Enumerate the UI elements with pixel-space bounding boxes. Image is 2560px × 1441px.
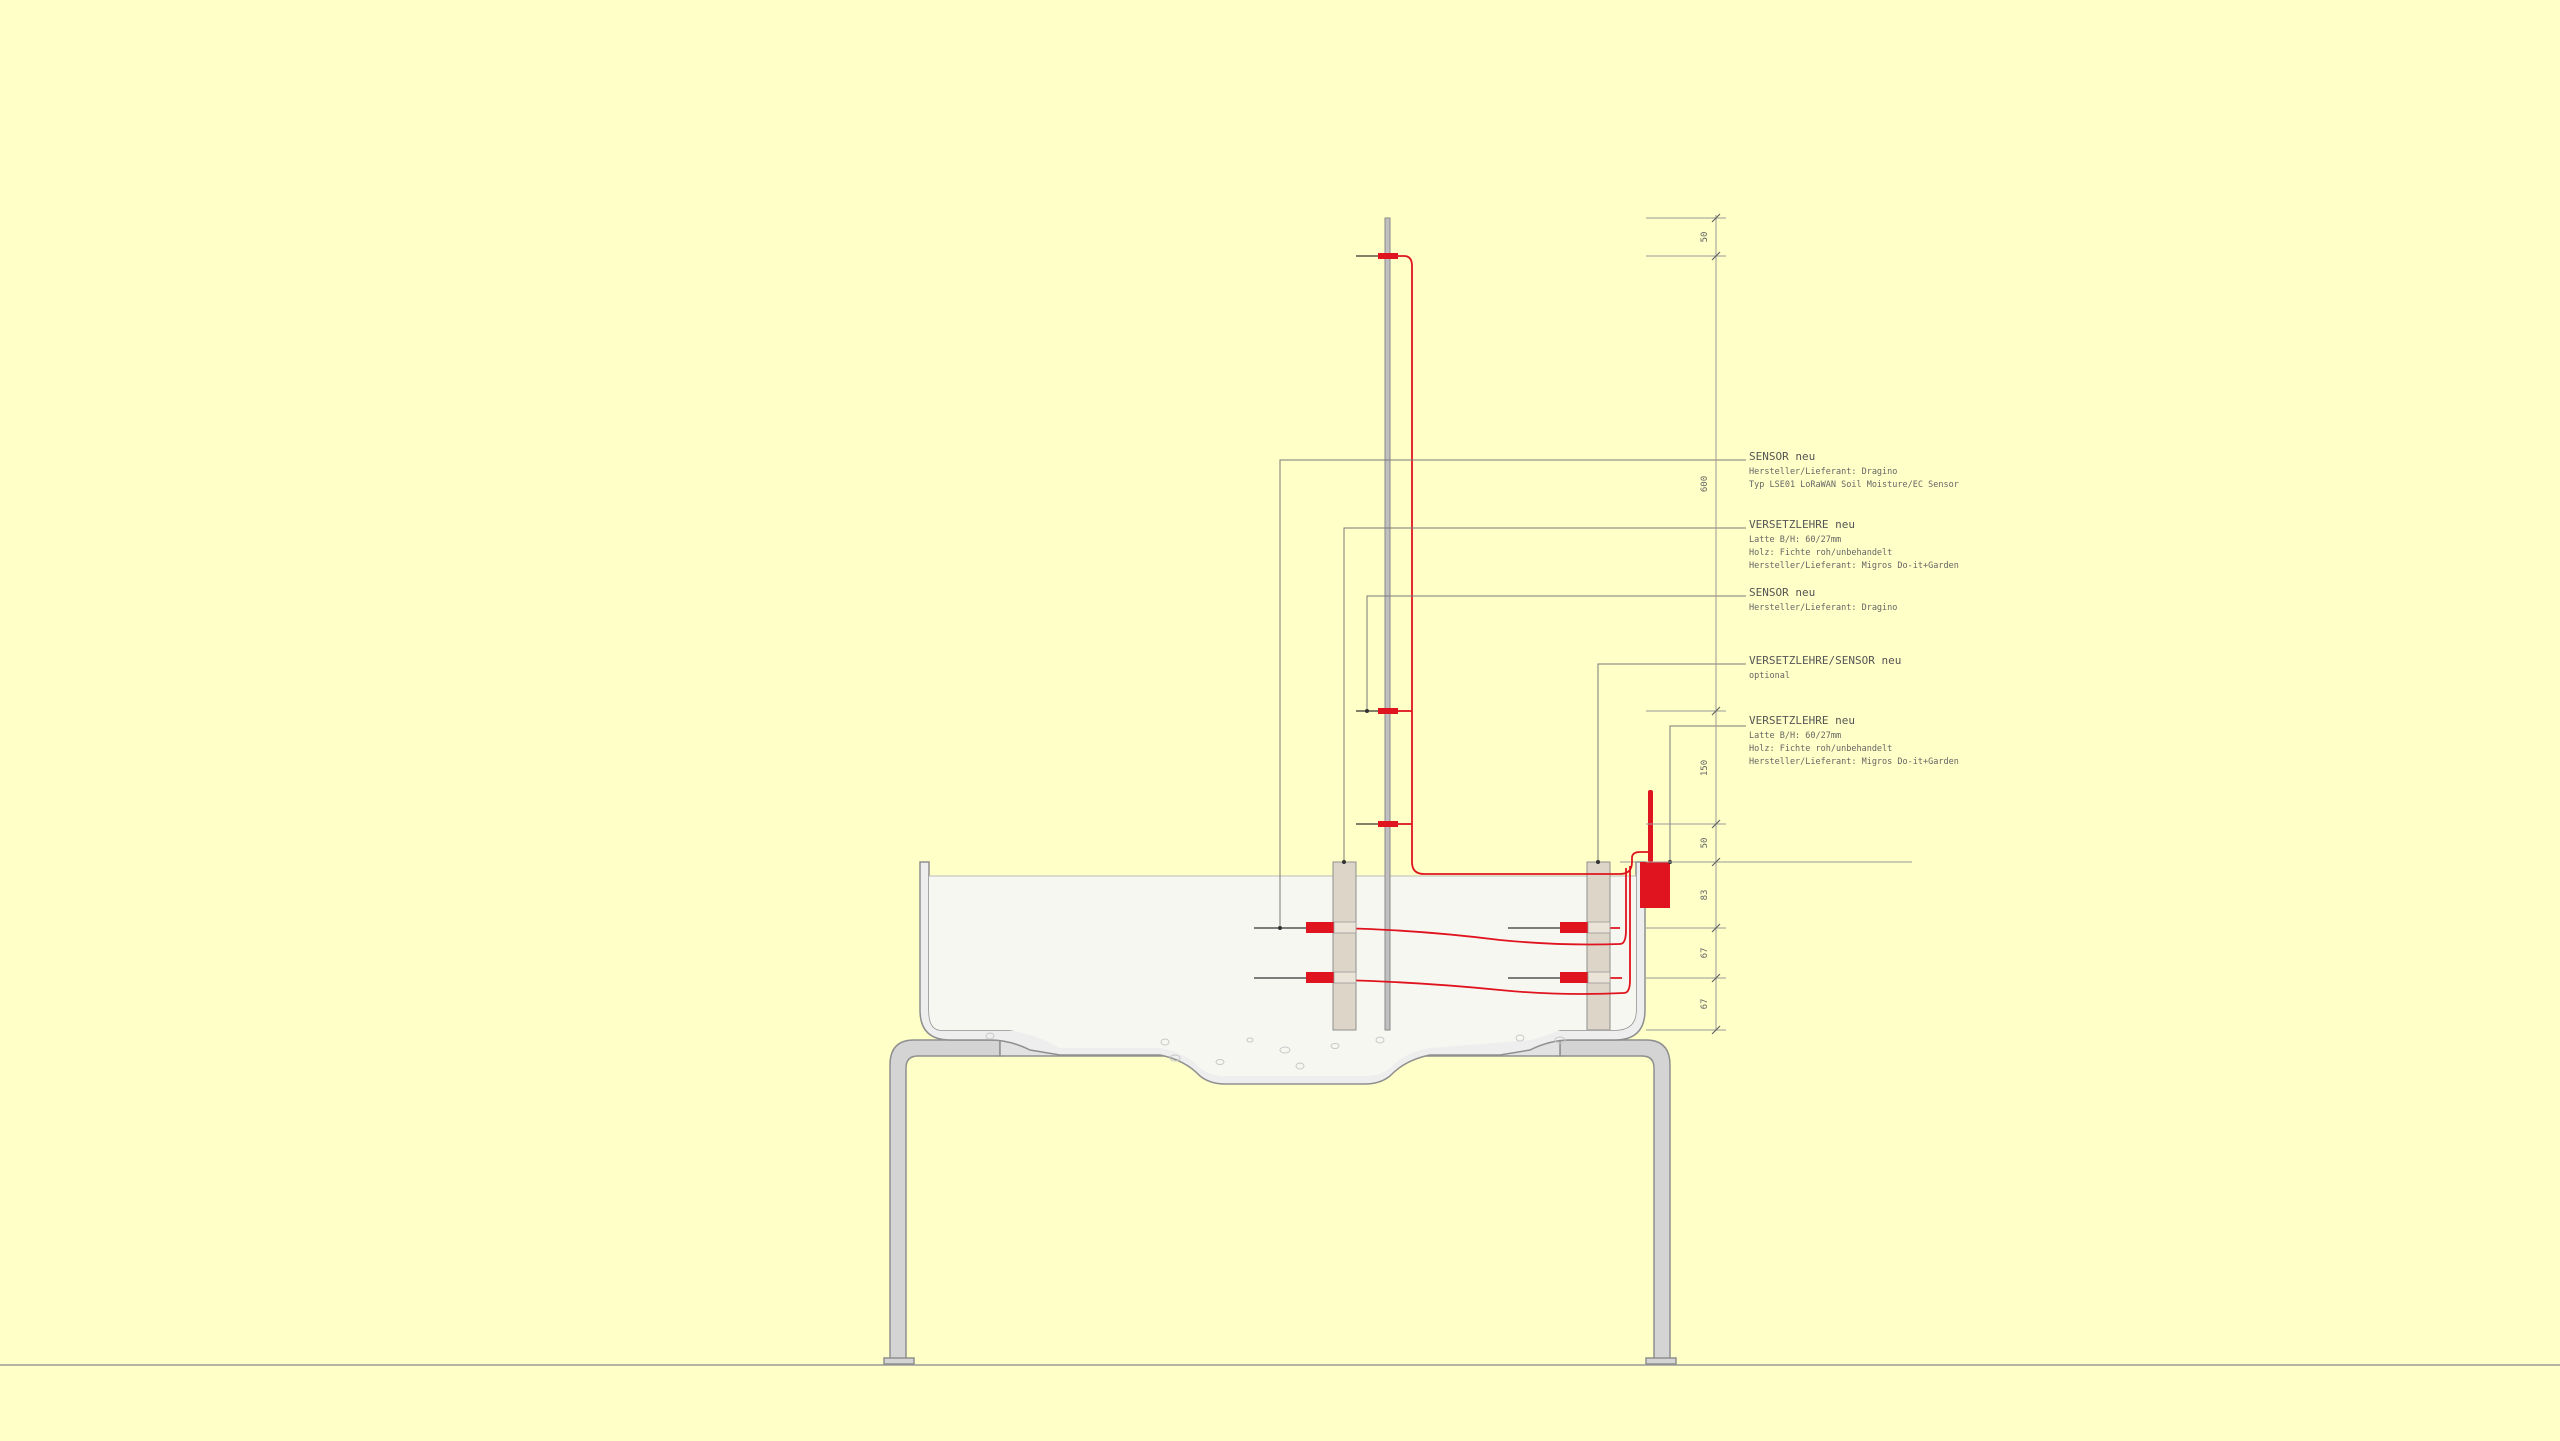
sensor-cables bbox=[1339, 255, 1648, 995]
svg-text:optional: optional bbox=[1749, 671, 1790, 681]
annotation-sensor-dragino: SENSOR neu Hersteller/Lieferant: Dragino bbox=[1749, 586, 1897, 613]
dimension-labels: 50 600 150 50 83 67 67 bbox=[1700, 232, 1710, 1010]
svg-text:Hersteller/Lieferant: Dragino: Hersteller/Lieferant: Dragino bbox=[1749, 603, 1897, 613]
svg-text:VERSETZLEHRE neu: VERSETZLEHRE neu bbox=[1749, 714, 1855, 727]
svg-text:Hersteller/Lieferant: Migros D: Hersteller/Lieferant: Migros Do-it+Garde… bbox=[1749, 757, 1959, 767]
sensor-pole bbox=[1384, 217, 1391, 1031]
pole-sensors bbox=[1356, 253, 1398, 827]
gravel bbox=[985, 1032, 1566, 1070]
dim-label: 83 bbox=[1700, 890, 1710, 901]
svg-text:Holz: Fichte roh/unbehandelt: Holz: Fichte roh/unbehandelt bbox=[1749, 548, 1892, 558]
svg-text:VERSETZLEHRE/SENSOR neu: VERSETZLEHRE/SENSOR neu bbox=[1749, 654, 1901, 667]
annotation-versetzlehre-sensor-optional: VERSETZLEHRE/SENSOR neu optional bbox=[1749, 654, 1901, 681]
soil-fill bbox=[929, 876, 1636, 1076]
stand-frame bbox=[883, 1039, 1677, 1365]
dimension-ticks bbox=[1711, 213, 1721, 1035]
lath-right bbox=[1586, 861, 1611, 1031]
lath-left bbox=[1332, 861, 1357, 1031]
dim-label: 50 bbox=[1700, 838, 1710, 849]
dim-label: 67 bbox=[1700, 999, 1710, 1010]
dim-label: 67 bbox=[1700, 948, 1710, 959]
svg-text:Typ LSE01 LoRaWAN Soil Moistur: Typ LSE01 LoRaWAN Soil Moisture/EC Senso… bbox=[1749, 480, 1959, 490]
dim-label: 50 bbox=[1700, 232, 1710, 243]
svg-text:Latte B/H: 60/27mm: Latte B/H: 60/27mm bbox=[1749, 535, 1841, 545]
dimension-chain bbox=[1646, 215, 1726, 1031]
svg-text:SENSOR neu: SENSOR neu bbox=[1749, 450, 1815, 463]
leader-lines bbox=[1279, 459, 1746, 928]
svg-text:SENSOR neu: SENSOR neu bbox=[1749, 586, 1815, 599]
annotation-versetzlehre-2: VERSETZLEHRE neu Latte B/H: 60/27mm Holz… bbox=[1749, 714, 1959, 767]
svg-text:Hersteller/Lieferant: Migros D: Hersteller/Lieferant: Migros Do-it+Garde… bbox=[1749, 561, 1959, 571]
lorawan-sensor-box bbox=[1640, 790, 1670, 908]
annotation-sensor-dragino-lse01: SENSOR neu Hersteller/Lieferant: Dragino… bbox=[1749, 450, 1959, 490]
svg-text:Holz: Fichte roh/unbehandelt: Holz: Fichte roh/unbehandelt bbox=[1749, 744, 1892, 754]
dim-label: 150 bbox=[1700, 760, 1710, 776]
annotation-versetzlehre-1: VERSETZLEHRE neu Latte B/H: 60/27mm Holz… bbox=[1749, 518, 1959, 571]
dim-label: 600 bbox=[1700, 476, 1710, 492]
svg-text:Hersteller/Lieferant: Dragino: Hersteller/Lieferant: Dragino bbox=[1749, 467, 1897, 477]
svg-text:Latte B/H: 60/27mm: Latte B/H: 60/27mm bbox=[1749, 731, 1841, 741]
svg-text:VERSETZLEHRE neu: VERSETZLEHRE neu bbox=[1749, 518, 1855, 531]
right-lath-sensors bbox=[1508, 921, 1611, 984]
